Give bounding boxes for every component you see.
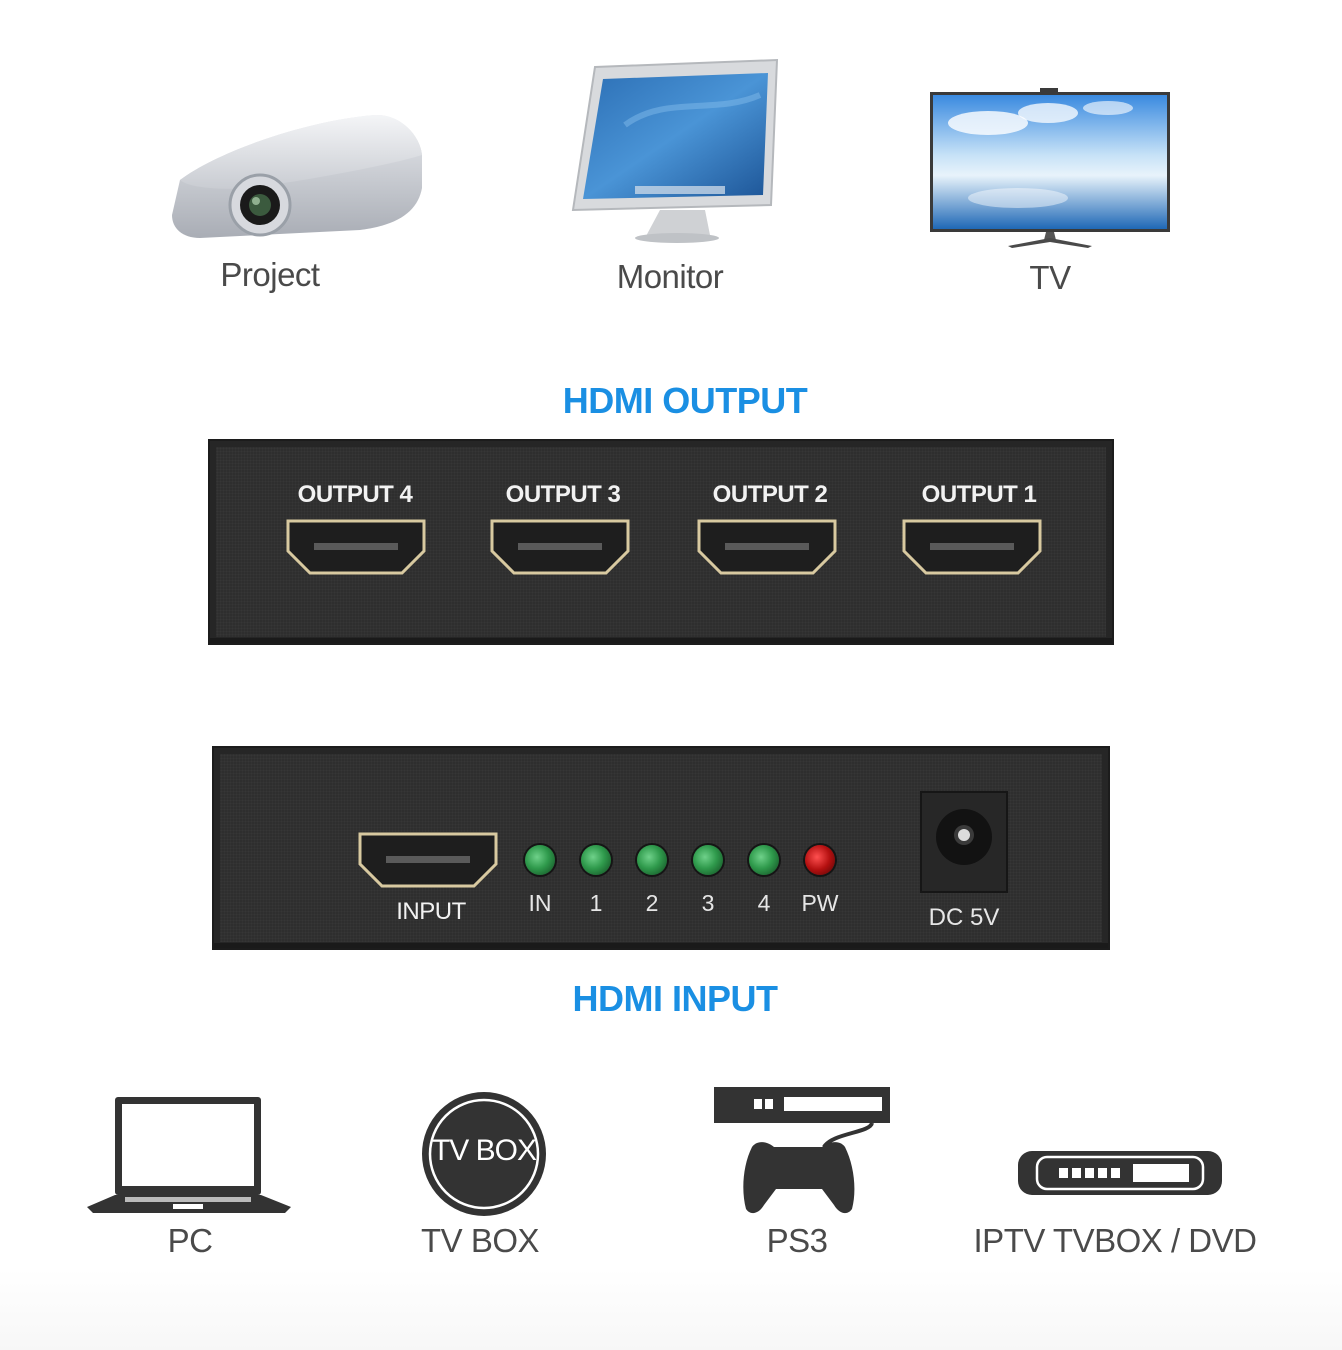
projector-icon [172,114,422,238]
led-label-4: 4 [757,890,771,916]
led-indicator-3 [693,845,723,875]
panel-bottom-edge [210,638,1112,643]
led-label-1: 1 [589,890,603,916]
input-device-ps3: PS3 [712,1085,897,1270]
led-label-in: IN [528,890,552,916]
device-label-iptv-dvd: IPTV TVBOX / DVD [973,1222,1257,1259]
dc-power-jack-icon [920,791,1008,893]
device-label-monitor: Monitor [616,258,724,295]
hdmi-port-input [358,832,498,888]
led-label-2: 2 [645,890,659,916]
device-label-tv: TV [1029,259,1071,296]
device-label-projector: Project [220,256,320,293]
output-port-label-3: OUTPUT 3 [505,481,621,508]
output-port-label-2: OUTPUT 2 [712,481,828,508]
splitter-output-panel: OUTPUT 4 OUTPUT 3 OUTPUT 2 OUTPUT 1 [208,439,1114,645]
led-indicator-power [805,845,835,875]
led-indicator-2 [637,845,667,875]
input-device-tv-box: TV BOX TV BOX [410,1090,550,1270]
splitter-input-panel: INPUT IN 1 2 3 4 PW DC 5V [212,746,1110,950]
device-label-ps3: PS3 [766,1222,828,1259]
output-port-label-1: OUTPUT 1 [921,481,1037,508]
tv-icon [930,88,1170,248]
output-device-projector: Project [160,110,430,300]
led-indicator-in [525,845,555,875]
output-port-label-4: OUTPUT 4 [297,481,413,508]
laptop-icon [87,1097,291,1213]
monitor-icon [571,58,779,243]
device-label-pc: PC [167,1222,213,1259]
hdmi-output-title: HDMI OUTPUT [562,380,808,421]
tv-box-icon-text: TV BOX [431,1134,537,1167]
led-label-power: PW [801,890,839,916]
input-device-iptv-dvd: IPTV TVBOX / DVD [960,1150,1270,1270]
led-indicator-4 [749,845,779,875]
game-console-icon [714,1087,890,1214]
hdmi-port-output-2 [697,519,837,575]
dvd-player-icon [1018,1151,1222,1195]
device-label-tv-box: TV BOX [420,1222,540,1259]
panel-bottom-edge [214,943,1108,948]
tv-box-icon [422,1092,546,1216]
hdmi-input-title: HDMI INPUT [572,978,779,1019]
hdmi-port-output-4 [286,519,426,575]
output-device-monitor: Monitor [565,55,790,300]
dc-power-label: DC 5V [928,904,1000,931]
input-device-pc: PC [85,1095,295,1270]
led-label-3: 3 [701,890,715,916]
input-port-label: INPUT [396,898,466,925]
output-device-tv: TV [928,88,1173,300]
hdmi-port-output-1 [902,519,1042,575]
led-indicator-1 [581,845,611,875]
hdmi-port-output-3 [490,519,630,575]
